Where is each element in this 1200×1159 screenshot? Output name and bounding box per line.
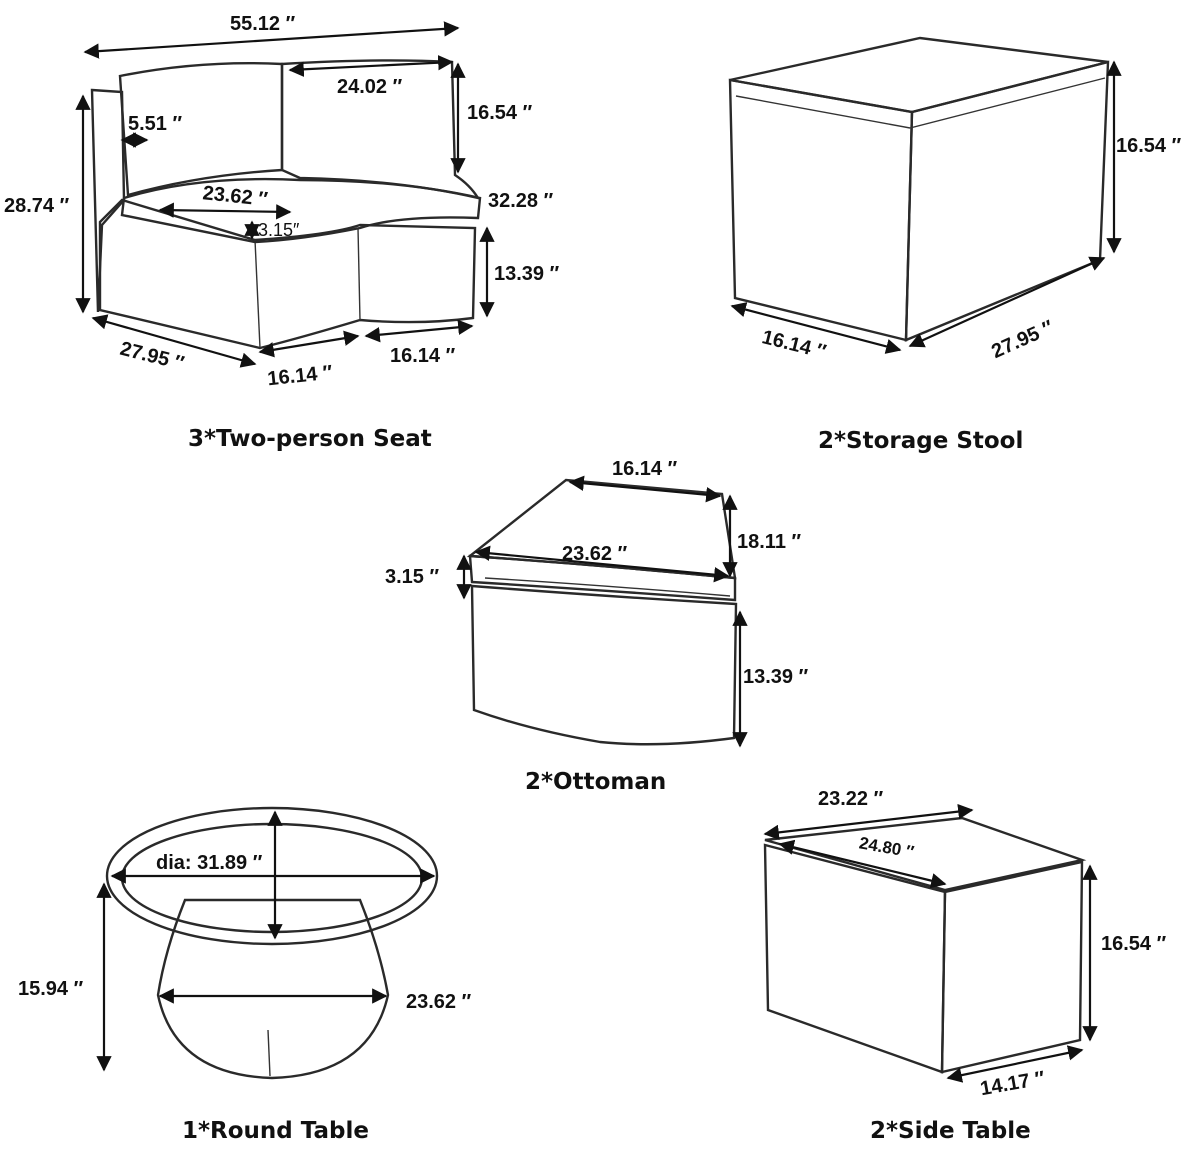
ottoman: 16.14 ″ 18.11 ″ 23.62 ″ 3.15 ″ 13.39 ″ 2… xyxy=(385,458,809,795)
seat-dim-back-height: 16.54 ″ xyxy=(467,102,533,124)
storage-dim-height: 16.54 ″ xyxy=(1116,135,1182,157)
storage-dim-depth: 16.14 ″ xyxy=(760,326,829,363)
storage-caption: 2*Storage Stool xyxy=(818,428,1023,454)
two-person-seat: 55.12 ″ 24.02 ″ 16.54 ″ 5.51 ″ 28.74 ″ 2… xyxy=(4,13,560,452)
round-table-rim xyxy=(105,806,439,946)
ottoman-dim-back: 16.14 ″ xyxy=(612,458,678,480)
round-table-glass-top xyxy=(120,822,424,934)
seat-dim-width: 55.12 ″ xyxy=(230,13,296,35)
seat-dim-depth: 23.62 ″ xyxy=(202,182,270,211)
storage-front xyxy=(728,78,914,342)
ottoman-dim-depth: 18.11 ″ xyxy=(737,531,802,553)
ottoman-dim-height: 13.39 ″ xyxy=(743,666,809,688)
round-table-dim-diameter: dia: 31.89 ″ xyxy=(156,852,263,874)
side-table-dim-depth: 14.17 ″ xyxy=(979,1067,1047,1100)
storage-stool: 16.54 ″ 27.95 ″ 16.14 ″ 2*Storage Stool xyxy=(728,36,1182,454)
round-table-pedestal xyxy=(156,898,390,1080)
seat-dim-seat-height: 32.28 ″ xyxy=(488,190,554,212)
side-table-caption: 2*Side Table xyxy=(870,1118,1031,1144)
round-table: dia: 31.89 ″ 15.94 ″ 23.62 ″ 1*Round Tab… xyxy=(18,806,472,1144)
side-table: 23.22 ″ 24.80 ″ 16.54 ″ 14.17 ″ 2*Side T… xyxy=(763,788,1167,1144)
storage-dim-length: 27.95 ″ xyxy=(988,316,1057,363)
seat-dim-side-depth: 27.95 ″ xyxy=(118,338,187,375)
round-table-dim-height: 15.94 ″ xyxy=(18,978,84,1000)
seat-dim-base-height: 13.39 ″ xyxy=(494,263,560,285)
seat-back-wicker xyxy=(90,88,126,313)
storage-lid xyxy=(729,36,1109,114)
side-table-dim-width: 23.22 ″ xyxy=(818,788,884,810)
seat-dim-cushion-thickness: 3.15″ xyxy=(258,220,300,240)
ottoman-dim-front: 23.62 ″ xyxy=(562,543,628,565)
seat-dim-front-left: 16.14 ″ xyxy=(266,362,334,391)
ottoman-caption: 2*Ottoman xyxy=(525,769,666,795)
seat-dim-back-thickness: 5.51 ″ xyxy=(128,113,182,135)
seat-dim-back-width: 24.02 ″ xyxy=(337,76,403,98)
round-table-dim-base: 23.62 ″ xyxy=(406,991,472,1013)
ottoman-dim-cushion: 3.15 ″ xyxy=(385,566,439,588)
seat-dim-front-right: 16.14 ″ xyxy=(390,345,456,367)
side-table-front xyxy=(763,843,947,1074)
ottoman-base xyxy=(470,584,738,746)
round-table-caption: 1*Round Table xyxy=(182,1118,369,1144)
side-table-dim-height: 16.54 ″ xyxy=(1101,933,1167,955)
seat-dim-total-height: 28.74 ″ xyxy=(4,195,70,217)
seat-caption: 3*Two-person Seat xyxy=(188,426,432,452)
side-table-side xyxy=(940,860,1084,1074)
side-table-dim-diagonal: 24.80 ″ xyxy=(858,833,916,861)
